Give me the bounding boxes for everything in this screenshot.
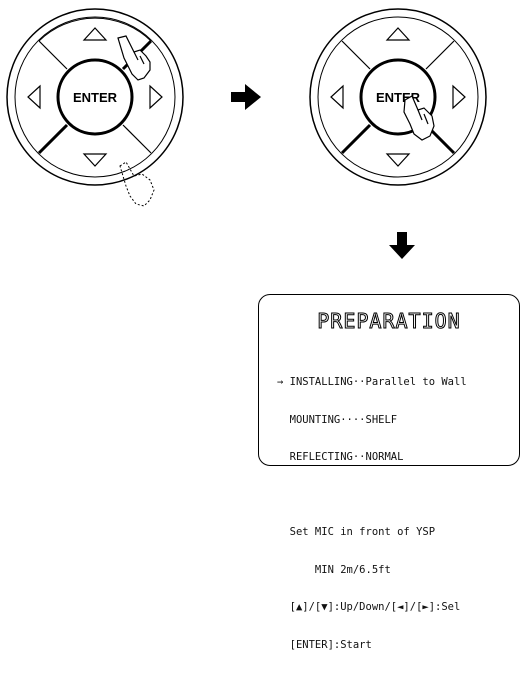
screen-line: [277, 489, 467, 502]
dashed-hand-icon: [119, 161, 155, 207]
screen-line: MIN 2m/6.5ft: [277, 563, 391, 576]
up-arrow-icon[interactable]: [385, 27, 411, 41]
right-remote-pad: ENTER: [309, 8, 487, 186]
down-flow-arrow-icon: [389, 232, 415, 259]
pointing-hand-icon: [117, 35, 151, 81]
right-flow-arrow-icon: [231, 84, 261, 110]
right-arrow-icon[interactable]: [149, 84, 163, 110]
screen-title: PREPARATION: [317, 309, 461, 334]
enter-button[interactable]: ENTER: [73, 90, 118, 105]
screen-line: → INSTALLING··Parallel to Wall: [277, 376, 467, 388]
screen-text-block: → INSTALLING··Parallel to Wall MOUNTING·…: [277, 351, 467, 676]
screen-line: MOUNTING····SHELF: [277, 413, 398, 426]
up-arrow-icon[interactable]: [82, 27, 108, 41]
screen-line: Set MIC in front of YSP: [277, 526, 436, 538]
screen-line: [ENTER]:Start: [277, 638, 372, 651]
left-arrow-icon[interactable]: [330, 84, 344, 110]
pointing-hand-icon: [403, 95, 435, 141]
left-remote-pad: ENTER: [6, 8, 184, 207]
down-arrow-icon[interactable]: [385, 153, 411, 167]
screen-line: REFLECTING··NORMAL: [277, 451, 404, 463]
right-arrow-icon[interactable]: [452, 84, 466, 110]
down-arrow-icon[interactable]: [82, 153, 108, 167]
left-arrow-icon[interactable]: [27, 84, 41, 110]
preparation-screen: PREPARATION → INSTALLING··Parallel to Wa…: [258, 294, 520, 651]
screen-line: [▲]/[▼]:Up/Down/[◄]/[►]:Sel: [277, 601, 461, 613]
